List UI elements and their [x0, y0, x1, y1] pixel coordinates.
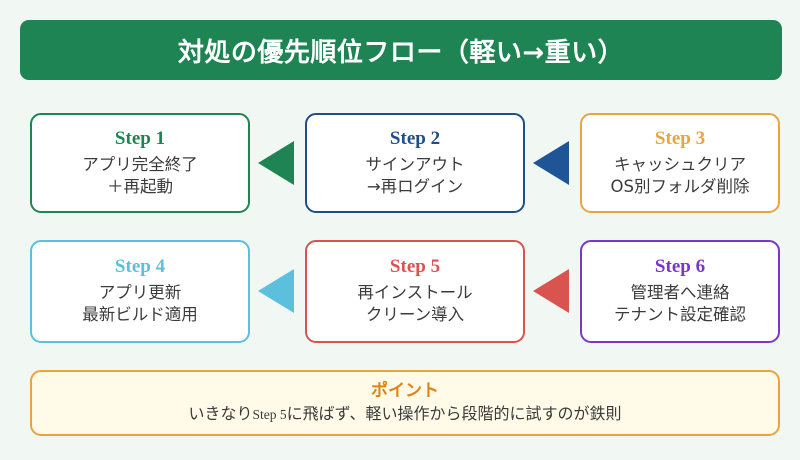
arrow-left-icon-step6-to-step5: [533, 269, 569, 313]
step-line-1-1: アプリ完全終了: [82, 154, 198, 174]
step-line-3-2: OS別フォルダ削除: [610, 176, 750, 196]
step-line-2-1: サインアウト: [365, 154, 465, 174]
step-line-5-2: クリーン導入: [365, 305, 465, 325]
step-title-2: Step 2: [389, 127, 441, 149]
arrow-left-icon-step2-to-step1: [258, 141, 294, 185]
step-title-4: Step 4: [114, 256, 166, 278]
point-text: いきなりStep 5に飛ばず、軽い操作から段階的に試すのが鉄則: [188, 404, 621, 425]
step-line-2-2: →再ログイン: [366, 176, 464, 196]
point-text-after: に飛ばず、軽い操作から段階的に試すのが鉄則: [286, 404, 622, 424]
arrow-left-icon-step3-to-step2: [533, 141, 569, 185]
step-line-6-2: テナント設定確認: [614, 305, 746, 325]
step-title-5: Step 5: [389, 256, 441, 278]
step-line-4-2: 最新ビルド適用: [82, 305, 198, 325]
step-line-6-1: 管理者へ連絡: [630, 283, 730, 303]
step-box-1[interactable]: Step 1 アプリ完全終了 ＋再起動: [30, 113, 250, 213]
step-title-3: Step 3: [654, 127, 706, 149]
step-line-1-2: ＋再起動: [107, 176, 173, 196]
step-line-4-1: アプリ更新: [98, 283, 182, 303]
step-box-4[interactable]: Step 4 アプリ更新 最新ビルド適用: [30, 240, 250, 343]
point-text-before: いきなり: [188, 404, 253, 424]
step-box-6[interactable]: Step 6 管理者へ連絡 テナント設定確認: [580, 240, 780, 343]
arrow-left-icon-step5-to-step4: [258, 269, 294, 313]
point-title: ポイント: [371, 380, 439, 401]
step-title-6: Step 6: [654, 256, 706, 278]
page-title: 対処の優先順位フロー（軽い→重い）: [177, 37, 625, 68]
step-box-5[interactable]: Step 5 再インストール クリーン導入: [305, 240, 525, 343]
step-box-2[interactable]: Step 2 サインアウト →再ログイン: [305, 113, 525, 213]
header-banner: 対処の優先順位フロー（軽い→重い）: [20, 20, 782, 80]
step-title-1: Step 1: [114, 127, 166, 149]
point-text-inline-step: Step 5: [252, 407, 287, 423]
point-callout-box: ポイント いきなりStep 5に飛ばず、軽い操作から段階的に試すのが鉄則: [30, 370, 780, 436]
step-line-3-1: キャッシュクリア: [614, 154, 746, 174]
step-line-5-1: 再インストール: [357, 283, 473, 303]
step-box-3[interactable]: Step 3 キャッシュクリア OS別フォルダ削除: [580, 113, 780, 213]
